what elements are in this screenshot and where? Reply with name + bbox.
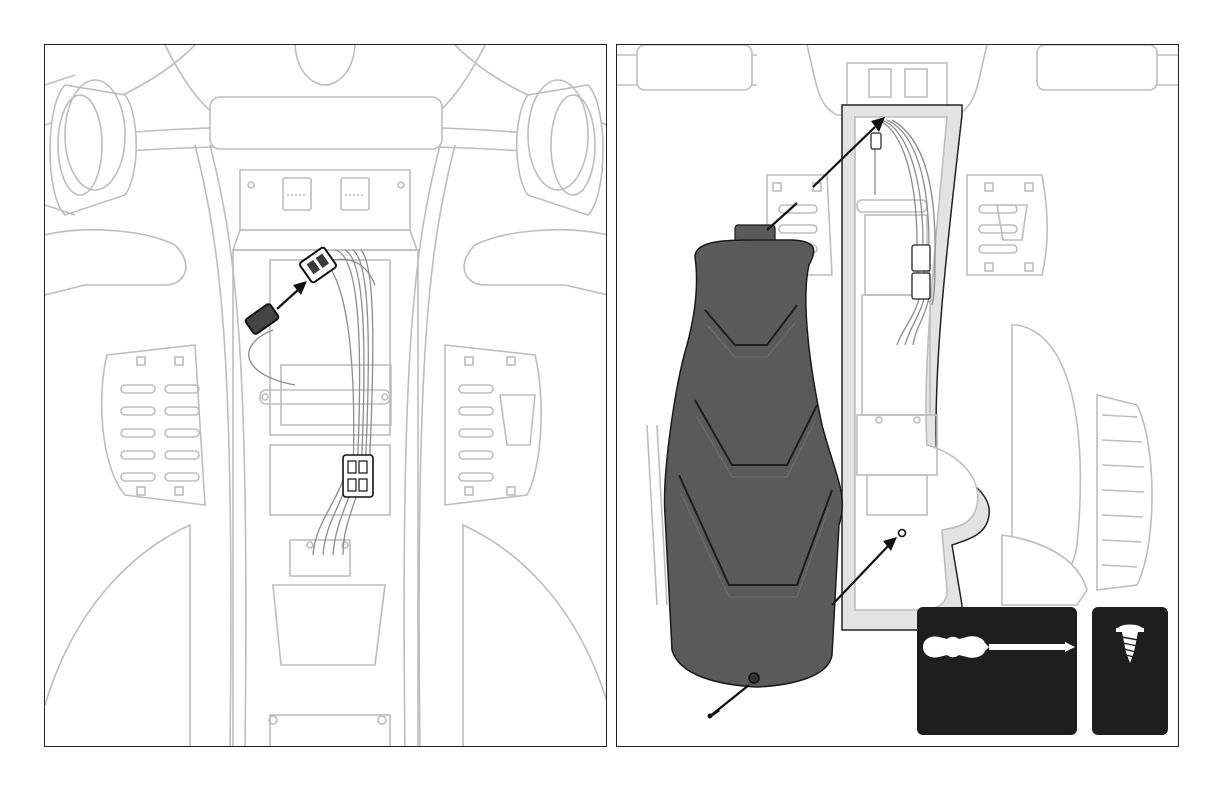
left-grip [45,75,136,215]
switch-plate [240,170,410,230]
vehicle-seat-install-drawing [617,45,1179,747]
seat [665,225,843,687]
tool-screw-box [1092,607,1168,735]
left-footrest [102,345,205,505]
screw-hole [899,530,906,537]
right-footrest [967,175,1047,275]
screw-insert-arrow [708,685,750,719]
tool-screwdriver-box [917,607,1077,735]
handlebar-pad [210,97,442,149]
vehicle-top-view-drawing [45,45,607,747]
connector-plug-female [245,303,280,335]
panel-install-seat [616,44,1179,747]
connect-arrow [277,281,307,309]
right-grip [517,80,603,215]
wire-harness [249,250,375,555]
connector-plug-male [299,247,337,284]
panel-connect-wires [44,44,607,747]
seat-screw-hole [749,673,759,683]
right-footrest [445,345,541,505]
